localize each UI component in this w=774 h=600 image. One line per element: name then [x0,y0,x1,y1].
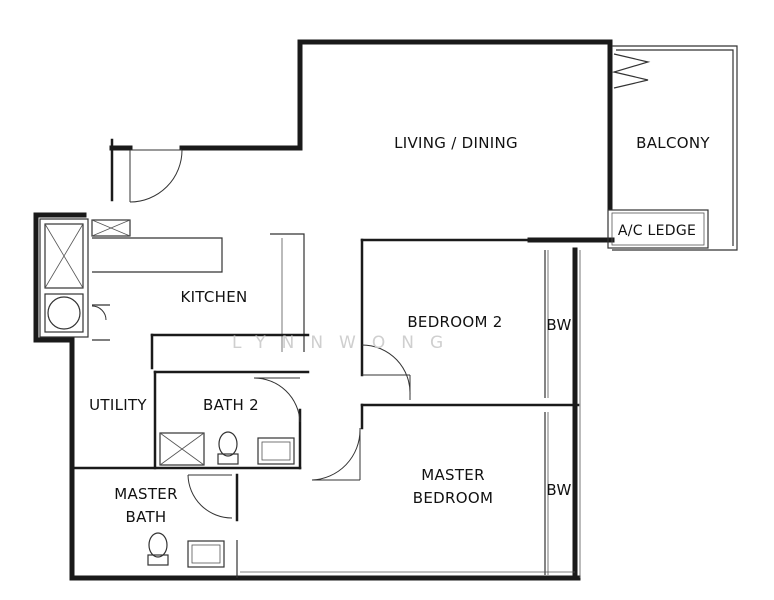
bedroom-2-label: BEDROOM 2 [407,313,502,331]
service-fixtures [39,218,131,338]
watermark-text: LYNNWONG [232,333,459,353]
living-dining-label: LIVING / DINING [394,134,518,152]
interior-walls [70,233,580,578]
ac-ledge-label: A/C LEDGE [618,223,696,239]
wardrobe-2-label: BW [546,481,571,499]
kitchen-label: KITCHEN [180,288,247,306]
bath-2-label: BATH 2 [203,396,259,414]
room-labels: LIVING / DINING BALCONY A/C LEDGE KITCHE… [89,134,710,526]
master-bath-label-line2: BATH [125,508,166,526]
outer-walls [33,39,615,581]
balcony-label: BALCONY [636,134,710,152]
bath-fixtures [147,431,295,568]
master-bedroom-label-line2: BEDROOM [413,489,493,507]
master-bedroom-label-line1: MASTER [421,466,485,484]
door-swings [91,149,411,519]
wardrobe-1-label: BW [546,316,571,334]
utility-label: UTILITY [89,396,147,414]
balcony-outline [607,45,738,251]
master-bath-label-line1: MASTER [114,485,178,503]
